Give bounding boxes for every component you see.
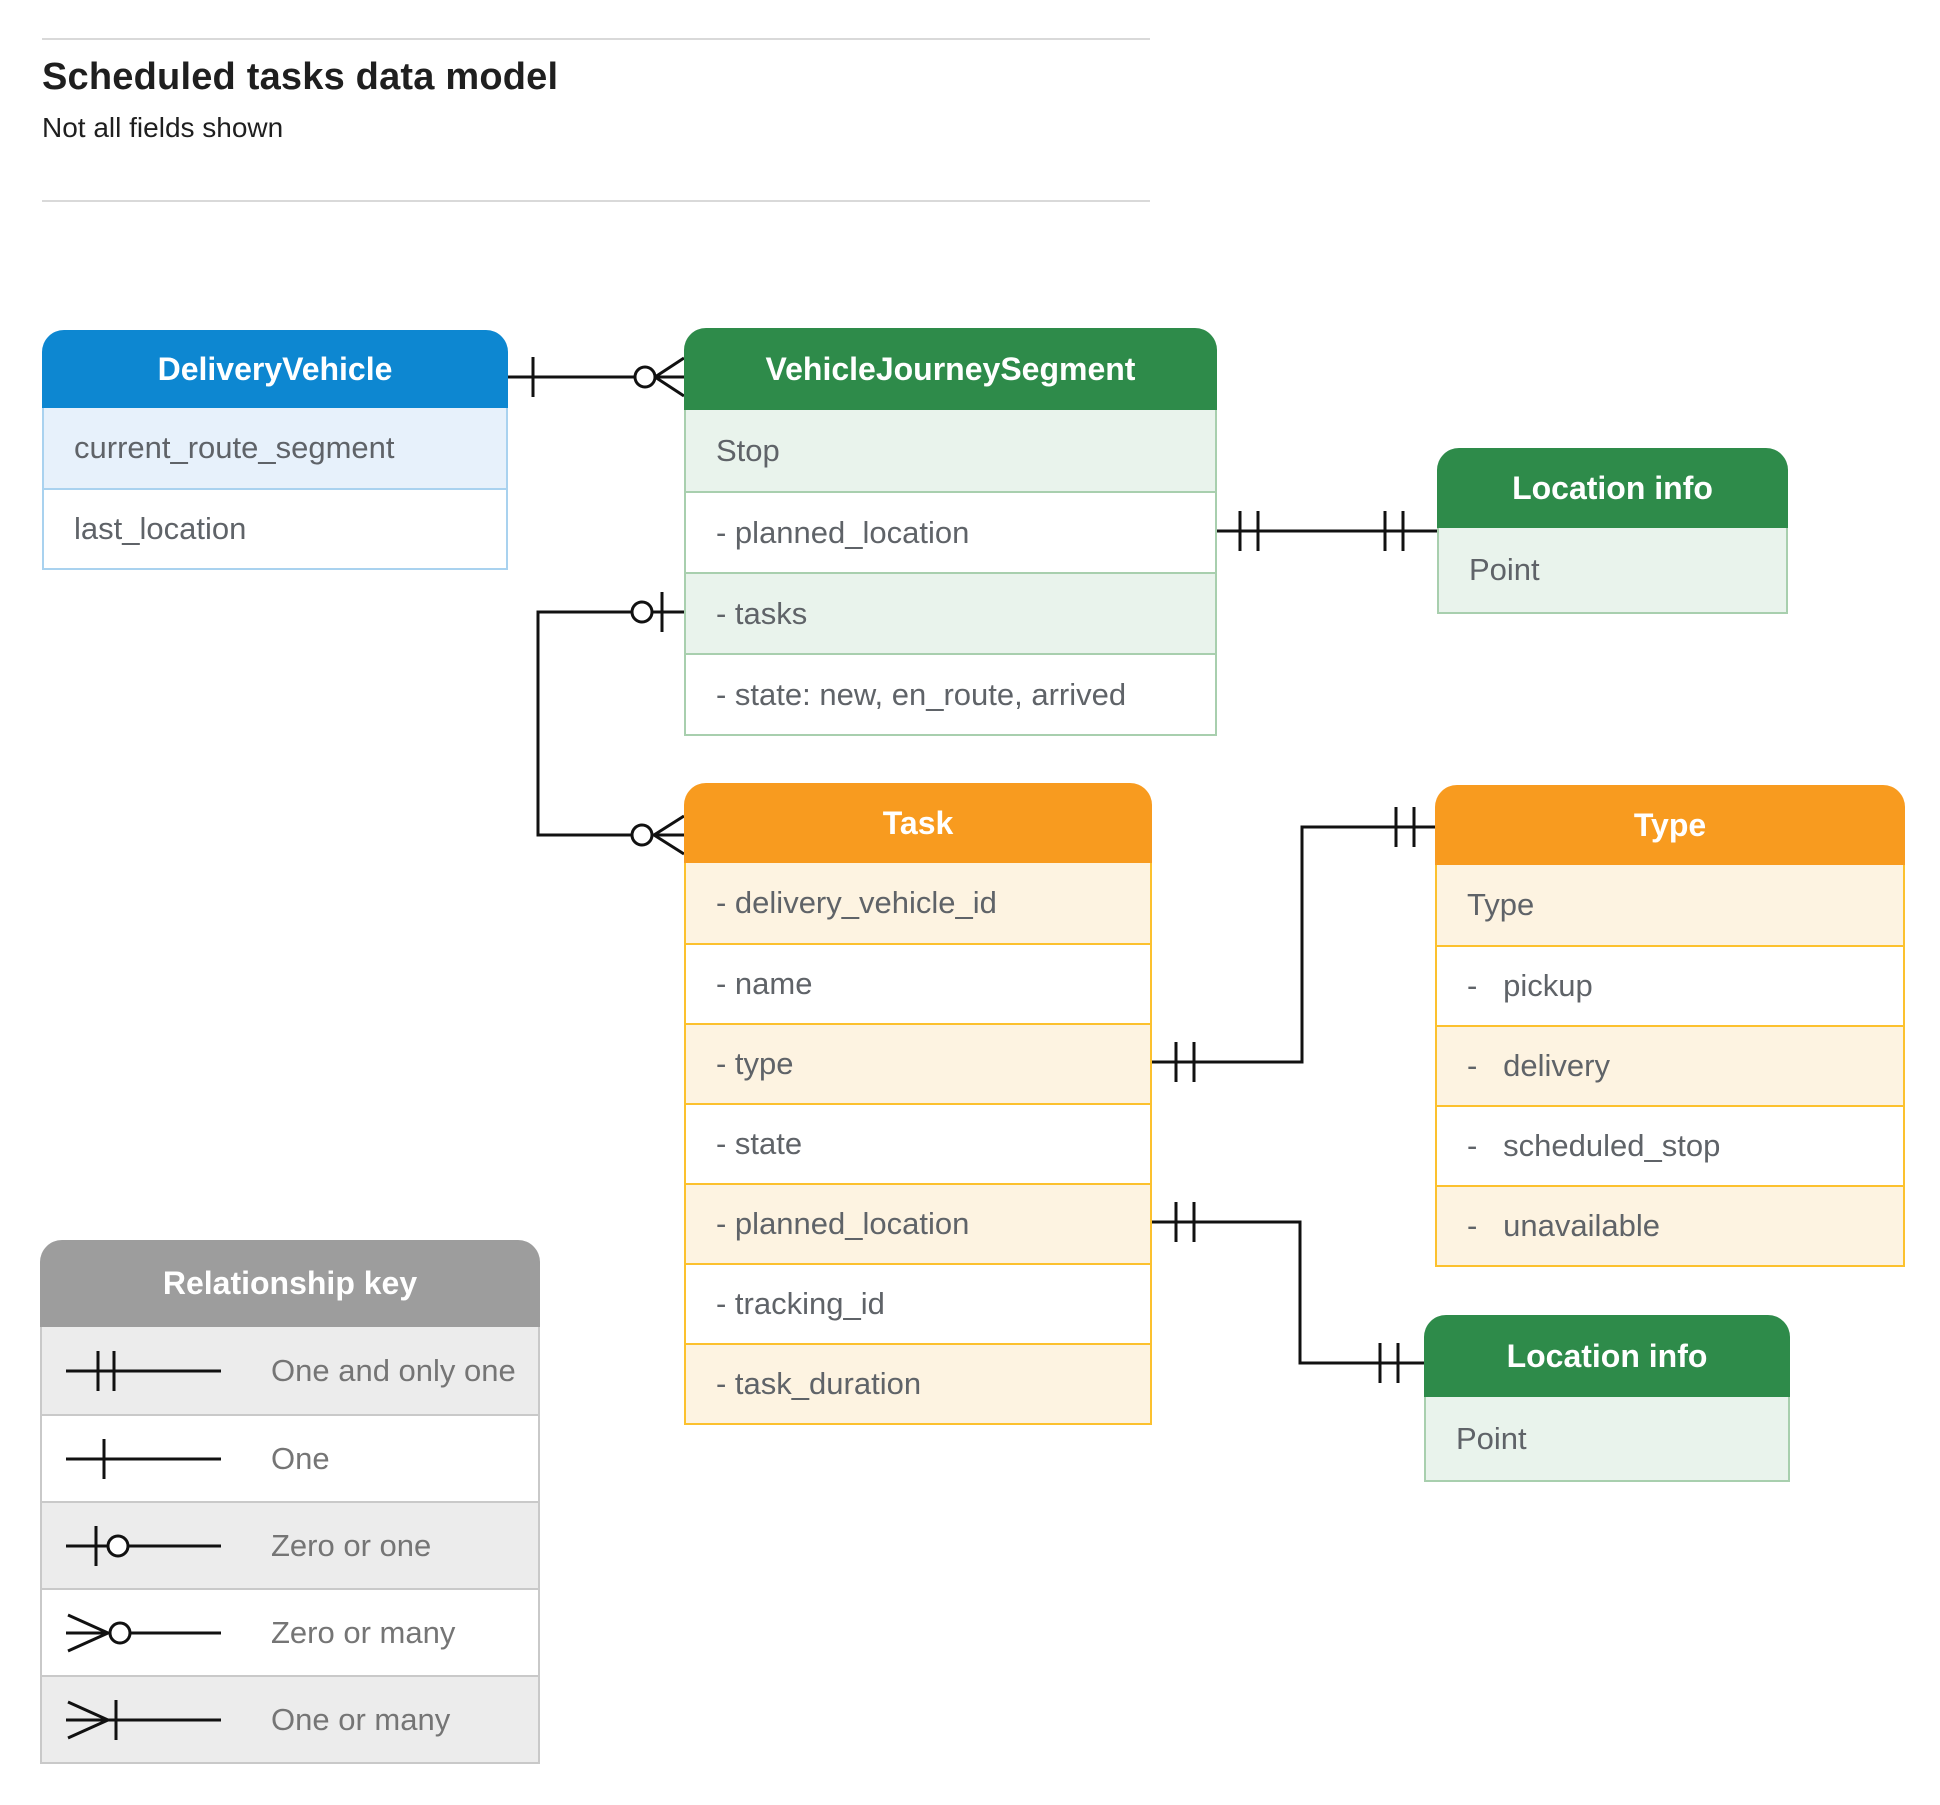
entity-delivery-vehicle: DeliveryVehicle current_route_segment la…: [42, 330, 508, 570]
field-row: Stop: [686, 410, 1215, 491]
field-label: - planned_location: [716, 1206, 970, 1241]
legend-label: One and only one: [271, 1352, 516, 1388]
entity-task-title: Task: [684, 783, 1152, 863]
field-label: - tasks: [716, 595, 808, 631]
connector-tasks-task: [536, 592, 685, 856]
field-label: - task_duration: [716, 1366, 922, 1401]
field-label: - tracking_id: [716, 1286, 885, 1321]
entity-location-info-bottom: Location info Point: [1424, 1315, 1790, 1482]
legend-label: One: [271, 1440, 330, 1476]
legend-row: One: [42, 1414, 538, 1501]
field-row: - tracking_id: [686, 1263, 1150, 1343]
field-label: current_route_segment: [74, 430, 395, 465]
field-label: Point: [1456, 1420, 1527, 1456]
field-row: Type: [1437, 865, 1903, 945]
zero-or-many-icon: [66, 1613, 221, 1652]
field-row: - planned_location: [686, 491, 1215, 572]
entity-vehicle-journey-segment-title: VehicleJourneySegment: [684, 328, 1217, 410]
field-row: - unavailable: [1437, 1185, 1903, 1265]
field-row: - state: new, en_route, arrived: [686, 653, 1215, 734]
top-divider: [42, 38, 1150, 40]
entity-task-fields: - delivery_vehicle_id - name - type - st…: [684, 863, 1152, 1425]
connector-deliveryvehicle-vehiclejourneysegment: [508, 356, 685, 398]
field-row: - delivery_vehicle_id: [686, 863, 1150, 943]
field-label: last_location: [74, 511, 247, 546]
entity-task: Task - delivery_vehicle_id - name - type…: [684, 783, 1152, 1425]
field-label: - type: [716, 1046, 794, 1081]
subtitle-divider: [42, 200, 1150, 202]
entity-vehicle-journey-segment: VehicleJourneySegment Stop - planned_loc…: [684, 328, 1217, 736]
field-row: - scheduled_stop: [1437, 1105, 1903, 1185]
entity-type-fields: Type - pickup - delivery - scheduled_sto…: [1435, 865, 1905, 1267]
field-label: Stop: [716, 432, 780, 468]
connector-type-type-entity: [1152, 807, 1435, 1082]
field-row: - pickup: [1437, 945, 1903, 1025]
field-row: Point: [1426, 1397, 1788, 1480]
field-row: Point: [1439, 528, 1786, 612]
field-row: - state: [686, 1103, 1150, 1183]
field-label: - scheduled_stop: [1467, 1128, 1721, 1163]
field-row: - type: [686, 1023, 1150, 1103]
field-label: Point: [1469, 552, 1540, 587]
entity-delivery-vehicle-fields: current_route_segment last_location: [42, 408, 508, 570]
legend-row: Zero or many: [42, 1588, 538, 1675]
legend-row: One and only one: [42, 1327, 538, 1414]
entity-location-info-bottom-title: Location info: [1424, 1315, 1790, 1397]
field-row: - delivery: [1437, 1025, 1903, 1105]
zero-or-one-icon: [66, 1525, 221, 1566]
field-row: - planned_location: [686, 1183, 1150, 1263]
entity-type-title: Type: [1435, 785, 1905, 865]
field-label: - unavailable: [1467, 1208, 1661, 1243]
entity-delivery-vehicle-title: DeliveryVehicle: [42, 330, 508, 408]
legend-label: One or many: [271, 1701, 451, 1737]
page-title: Scheduled tasks data model: [42, 56, 559, 98]
one-or-many-icon: [66, 1699, 221, 1740]
legend-row: Zero or one: [42, 1501, 538, 1588]
field-label: Type: [1467, 887, 1535, 922]
field-label: - state: new, en_route, arrived: [716, 676, 1127, 712]
legend-row: One or many: [42, 1675, 538, 1762]
relationship-key-title: Relationship key: [40, 1240, 540, 1327]
entity-type: Type Type - pickup - delivery - schedule…: [1435, 785, 1905, 1267]
one-and-only-one-icon: [66, 1350, 221, 1391]
field-row: - name: [686, 943, 1150, 1023]
field-label: - name: [716, 966, 813, 1001]
one-icon: [66, 1438, 221, 1479]
field-label: - delivery: [1467, 1048, 1610, 1083]
relationship-key-rows: One and only one One Zero or one: [40, 1327, 540, 1764]
field-row: last_location: [44, 488, 506, 568]
field-label: - state: [716, 1126, 803, 1161]
field-label: - delivery_vehicle_id: [716, 885, 997, 920]
relationship-key-legend: Relationship key One and only one One: [40, 1240, 540, 1764]
page-subtitle: Not all fields shown: [42, 112, 284, 143]
connector-plannedlocation-locationinfo-top: [1217, 511, 1437, 551]
entity-vehicle-journey-segment-fields: Stop - planned_location - tasks - state:…: [684, 410, 1217, 736]
connector-plannedlocation-locationinfo-bottom: [1152, 1202, 1424, 1383]
field-row: - task_duration: [686, 1343, 1150, 1423]
legend-label: Zero or many: [271, 1614, 456, 1650]
entity-location-info-top-title: Location info: [1437, 448, 1788, 528]
entity-location-info-bottom-fields: Point: [1424, 1397, 1790, 1482]
field-label: - planned_location: [716, 514, 970, 550]
field-row: current_route_segment: [44, 408, 506, 488]
legend-label: Zero or one: [271, 1527, 432, 1563]
entity-location-info-top: Location info Point: [1437, 448, 1788, 614]
field-row: - tasks: [686, 572, 1215, 653]
field-label: - pickup: [1467, 968, 1593, 1003]
entity-location-info-top-fields: Point: [1437, 528, 1788, 614]
